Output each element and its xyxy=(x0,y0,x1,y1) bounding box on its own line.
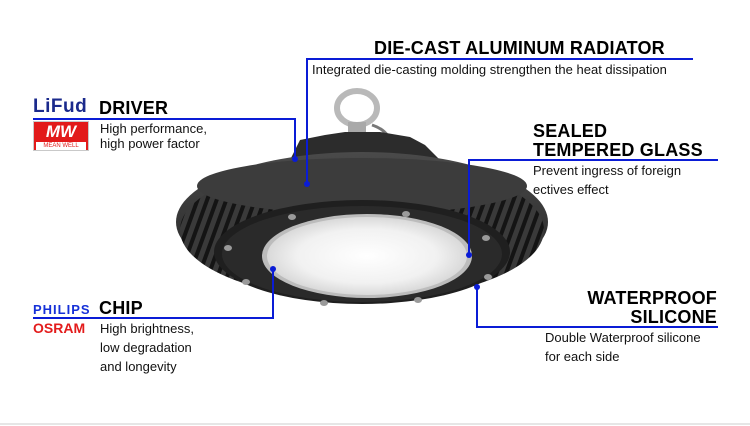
glass-description-line-1: Prevent ingress of foreign xyxy=(533,163,682,178)
chip-description-line-3: and longevity xyxy=(100,359,177,374)
driver-description: High performance, high power factor xyxy=(100,119,207,153)
silicone-title-line-1: WATERPROOF xyxy=(587,288,717,308)
silicone-description-line-2: for each side xyxy=(545,349,620,364)
osram-logo: OSRAM xyxy=(33,320,86,336)
glass-title-line-2: TEMPERED GLASS xyxy=(533,140,703,160)
chip-callout-rule-horizontal xyxy=(33,317,274,319)
radiator-callout-rule-horizontal xyxy=(306,58,693,60)
silicone-title: WATERPROOF SILICONE xyxy=(555,289,717,327)
radiator-callout-rule-vertical xyxy=(306,58,308,184)
screws xyxy=(224,211,492,306)
meanwell-logo-text: MEAN WELL xyxy=(36,142,86,150)
silicone-title-line-2: SILICONE xyxy=(630,307,717,327)
meanwell-logo: MW MEAN WELL xyxy=(33,121,89,151)
chip-description-line-2: low degradation xyxy=(100,340,192,355)
glass-description: Prevent ingress of foreign ectives effec… xyxy=(533,161,681,199)
glass-title: SEALED TEMPERED GLASS xyxy=(533,122,703,160)
silicone-callout-rule-horizontal xyxy=(476,326,718,328)
bottom-divider xyxy=(0,423,750,425)
driver-callout-rule-horizontal xyxy=(33,118,296,120)
chip-callout-dot xyxy=(270,266,276,272)
glass-title-line-1: SEALED xyxy=(533,121,608,141)
glass-callout-rule-horizontal xyxy=(468,159,718,161)
glass-callout-rule-vertical xyxy=(468,159,470,255)
driver-callout-rule-vertical xyxy=(294,118,296,158)
radiator-description: Integrated die-casting molding strengthe… xyxy=(312,62,667,77)
silicone-callout-dot xyxy=(474,284,480,290)
chip-description-line-1: High brightness, xyxy=(100,321,194,336)
lifud-logo: LiFud xyxy=(33,96,88,117)
meanwell-logo-mark: MW xyxy=(45,122,77,141)
driver-callout-dot xyxy=(292,156,298,162)
silicone-callout-rule-vertical xyxy=(476,288,478,328)
driver-description-line-2: high power factor xyxy=(100,136,200,151)
driver-description-line-1: High performance, xyxy=(100,121,207,136)
silicone-description: Double Waterproof silicone for each side xyxy=(545,328,701,366)
radiator-title: DIE-CAST ALUMINUM RADIATOR xyxy=(374,38,665,58)
philips-logo: PHILIPS xyxy=(33,302,91,317)
glass-callout-dot xyxy=(466,252,472,258)
driver-title: DRIVER xyxy=(99,98,169,118)
chip-title: CHIP xyxy=(99,298,143,318)
glass-description-line-2: ectives effect xyxy=(533,182,609,197)
silicone-description-line-1: Double Waterproof silicone xyxy=(545,330,701,345)
radiator-callout-dot xyxy=(304,181,310,187)
chip-callout-rule-vertical xyxy=(272,268,274,319)
chip-description: High brightness, low degradation and lon… xyxy=(100,319,194,376)
